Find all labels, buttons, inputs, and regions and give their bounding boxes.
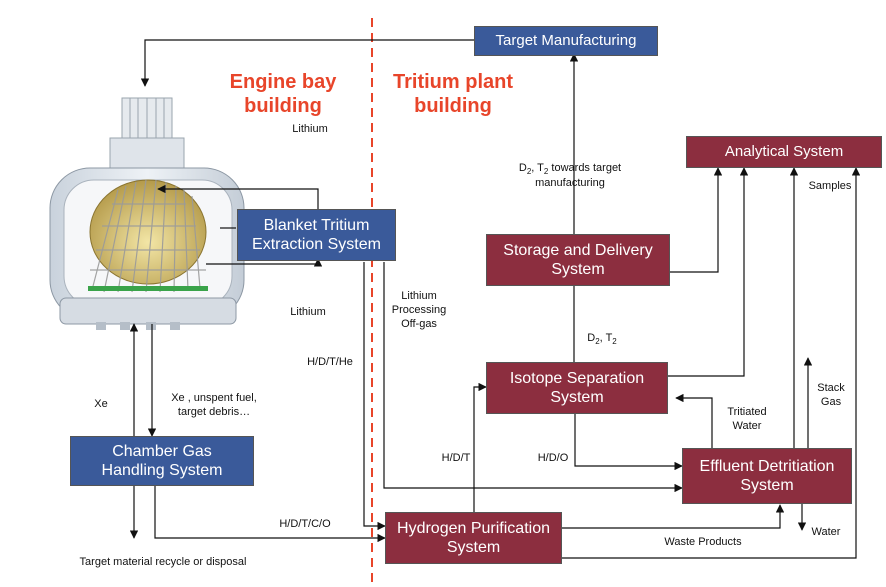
isotope-separation-box: Isotope Separation System xyxy=(486,362,668,414)
label-hdt: H/D/T xyxy=(441,452,471,464)
label-hdtco: H/D/T/C/O xyxy=(279,518,331,530)
analytical-system-box: Analytical System xyxy=(686,136,882,168)
label-lithium-processing-offgas: Lithium Processing Off-gas xyxy=(391,290,447,330)
label-lithium-bottom: Lithium xyxy=(290,306,326,318)
label-d2t2: D2, T2 xyxy=(587,332,617,347)
label-tritiated-water: Tritiated Water xyxy=(727,406,767,432)
label-lithium-top: Lithium xyxy=(292,123,328,135)
hydrogen-purification-box: Hydrogen Purification System xyxy=(385,512,562,564)
heading-engine-bay: Engine bay building xyxy=(229,71,337,117)
label-samples: Samples xyxy=(808,180,852,192)
effluent-detritiation-box: Effluent Detritiation System xyxy=(682,448,852,504)
target-manufacturing-box: Target Manufacturing xyxy=(474,26,658,56)
storage-delivery-box: Storage and Delivery System xyxy=(486,234,670,286)
blanket-tritium-extraction-box: Blanket Tritium Extraction System xyxy=(237,209,396,261)
label-waste-products: Waste Products xyxy=(664,536,742,548)
chamber-gas-handling-box: Chamber Gas Handling System xyxy=(70,436,254,486)
heading-tritium-plant: Tritium plant building xyxy=(393,71,513,117)
label-water: Water xyxy=(811,526,841,538)
label-stack-gas: Stack Gas xyxy=(817,382,845,408)
label-hdthe: H/D/T/He xyxy=(307,356,353,368)
label-xe-unspent-fuel: Xe , unspent fuel, target debris… xyxy=(171,392,257,418)
label-hdo: H/D/O xyxy=(537,452,569,464)
label-d2t2-towards-target: D2, T2 towards target manufacturing xyxy=(518,162,622,190)
label-target-recycle: Target material recycle or disposal xyxy=(79,556,247,568)
fusion-chamber-illustration xyxy=(49,97,245,330)
label-xe: Xe xyxy=(94,398,108,410)
